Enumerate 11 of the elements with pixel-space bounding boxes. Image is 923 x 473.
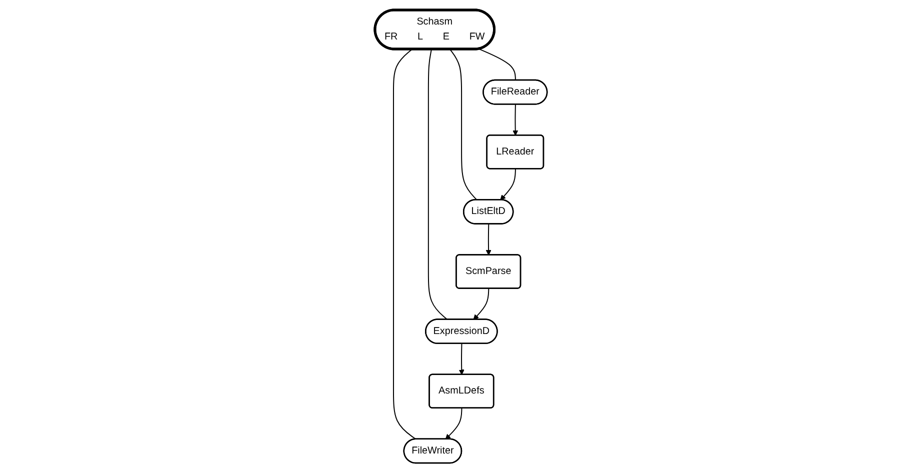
connector bbox=[428, 48, 448, 320]
arrow bbox=[459, 343, 465, 375]
arrow bbox=[446, 408, 463, 440]
flowchart: Schasm FR L E FW FileReader ListEltD ExpressionD FileWriter LReader ScmParse AsmLDefs bbox=[370, 5, 553, 468]
connector bbox=[393, 48, 417, 440]
connector bbox=[450, 48, 478, 200]
arrow bbox=[474, 288, 490, 320]
arrow bbox=[500, 168, 516, 200]
arrow bbox=[513, 104, 519, 136]
arrow bbox=[486, 224, 492, 256]
connector bbox=[478, 48, 516, 81]
